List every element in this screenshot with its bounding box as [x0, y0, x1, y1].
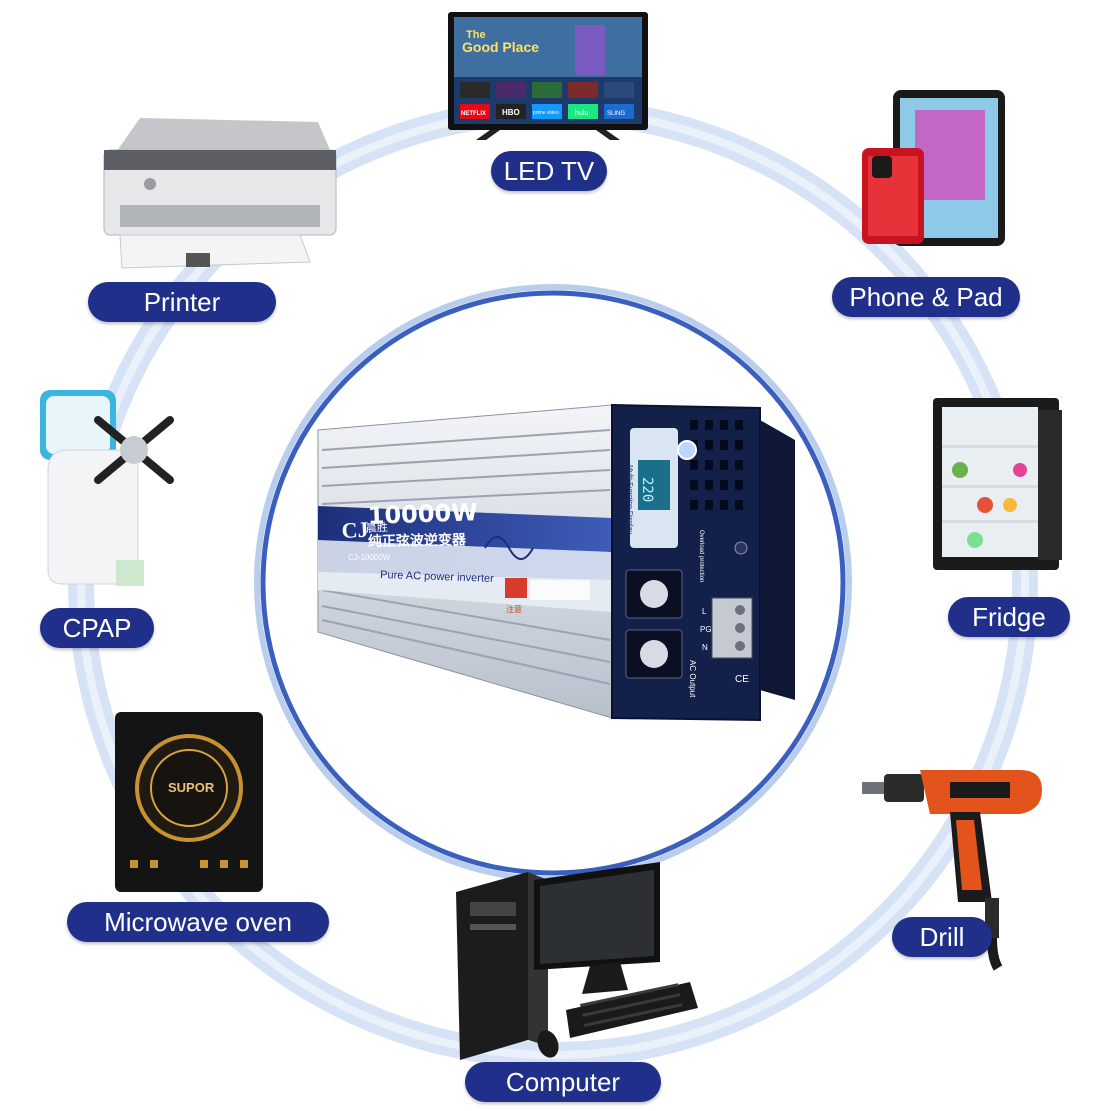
tv-app-prime: prime video: [533, 110, 559, 116]
induction-cooktop-icon: [115, 712, 263, 892]
tv-icon: [448, 12, 648, 140]
inverter-tagline: Pure AC power inverter: [380, 569, 494, 585]
label-phone-pad: Phone & Pad: [832, 277, 1020, 317]
label-led-tv: LED TV: [491, 151, 607, 191]
cooktop-brand: SUPOR: [168, 780, 215, 795]
label-drill: Drill: [892, 917, 992, 957]
inverter-subtitle-cn: 纯正弦波逆变器: [368, 531, 467, 549]
sine-wave-icon: [484, 536, 534, 560]
tv-app-sling: SLING: [607, 111, 625, 117]
label-fridge: Fridge: [948, 597, 1070, 637]
label-cpap: CPAP: [40, 608, 154, 648]
terminal-block: [711, 597, 753, 659]
power-inverter-icon: [317, 403, 795, 722]
overload-label: Overload protection: [698, 530, 704, 582]
ac-output-label: AC Output: [688, 660, 697, 698]
warning-label-icon: [505, 578, 527, 598]
tablet-phone-icon: [862, 90, 1005, 246]
tv-app-netflix: NETFLIX: [461, 111, 486, 117]
cpap-machine-icon: [40, 390, 174, 586]
inverter-warning: 注意: [506, 604, 522, 614]
inverter-power: 10000W: [367, 498, 478, 530]
desktop-computer-icon: [456, 862, 698, 1060]
inverter-brand-cn: 晨胜: [365, 520, 388, 535]
inverter-model: CJ-10000W: [348, 553, 391, 562]
fridge-icon: [933, 398, 1062, 570]
tv-app-hbo: HBO: [502, 108, 520, 117]
tv-title-1: The: [466, 29, 486, 41]
drill-icon: [862, 770, 1042, 971]
ce-mark: CE: [735, 674, 749, 685]
tv-app-hulu: hulu: [575, 110, 588, 117]
tv-title-2: Good Place: [462, 39, 539, 55]
terminal-l: L: [702, 607, 707, 616]
printer-icon: [103, 118, 337, 269]
inverter-logo: CJ: [341, 517, 369, 543]
label-printer: Printer: [88, 282, 276, 322]
display-label: Multi-Function Display: [626, 465, 633, 534]
label-microwave: Microwave oven: [67, 902, 329, 942]
terminal-n: N: [702, 643, 708, 652]
power-button-icon: [677, 440, 697, 460]
label-computer: Computer: [465, 1062, 661, 1102]
display-reading: 220: [639, 477, 655, 502]
terminal-pg: PG: [700, 625, 712, 634]
